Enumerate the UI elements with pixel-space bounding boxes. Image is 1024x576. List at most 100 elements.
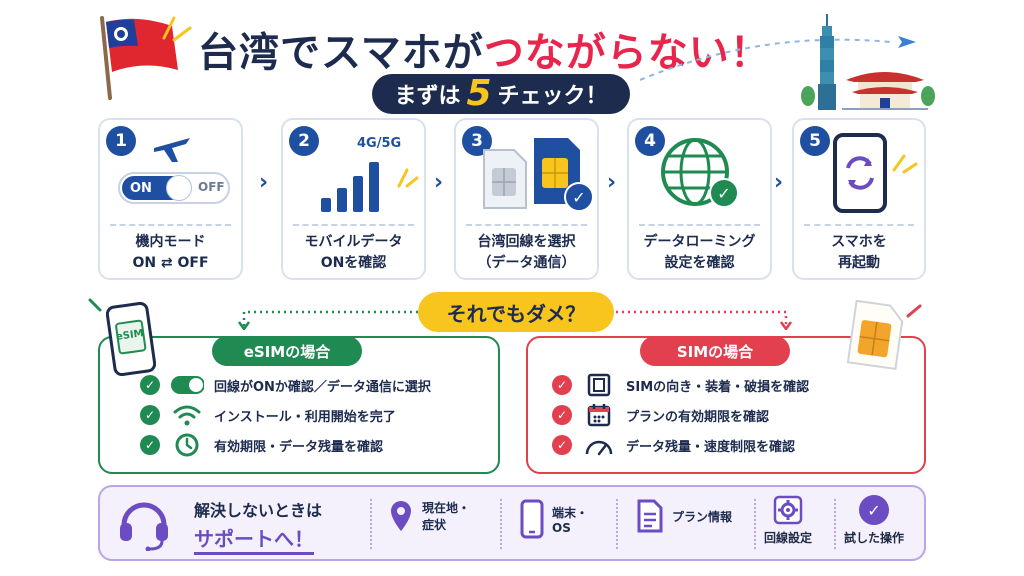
support-item-tried: ✓ 試した操作 — [844, 495, 904, 546]
signal-label: 4G/5G — [357, 136, 402, 151]
sim-heading: SIMの場合 — [640, 336, 790, 366]
support-line2[interactable]: サポートへ！ — [194, 523, 314, 555]
location-pin-icon — [391, 501, 411, 531]
chevron-right-icon: › — [607, 170, 617, 195]
list-item-text: データ残量・速度制限を確認 — [626, 439, 796, 455]
taipei-101-icon — [818, 14, 836, 110]
step-label: スマホを 再起動 — [798, 232, 920, 274]
check-circle-icon: ✓ — [564, 182, 594, 212]
subtitle-post: チェック！ — [497, 84, 608, 109]
chevron-right-icon: › — [434, 170, 444, 195]
sim-slot-icon — [582, 372, 616, 398]
support-item-line1: 端末・ — [552, 505, 589, 520]
step-label-line2: 再起動 — [838, 255, 880, 271]
subtitle-pill: まずは 5 チェック！ — [372, 74, 630, 114]
gear-icon — [773, 495, 803, 525]
support-item-line2: 症状 — [422, 518, 447, 532]
support-bar: 解決しないときは サポートへ！ 現在地・症状 端末・OS プラン情報 回線設定 … — [98, 485, 926, 561]
esim-heading: eSIMの場合 — [212, 336, 362, 366]
step-number: 1 — [106, 126, 136, 156]
step-number: 5 — [800, 126, 830, 156]
step-label-line2: 設定を確認 — [664, 255, 735, 271]
page-title: 台湾でスマホがつながらない！ — [198, 20, 771, 78]
sparkle-icon — [906, 304, 922, 318]
list-item: ✓ インストール・利用開始を完了 — [140, 400, 431, 430]
step-label-line1: 機内モード — [135, 234, 206, 250]
temple-icon — [842, 72, 928, 110]
phone-restart-icon — [833, 133, 887, 213]
phone-icon — [520, 499, 544, 539]
check-icon: ✓ — [140, 435, 160, 455]
sim-card-icon — [846, 300, 904, 370]
divider — [804, 224, 914, 226]
support-item-line1: 試した操作 — [844, 531, 905, 545]
esim-panel: eSIMの場合 ✓ 回線がONか確認／データ通信に選択 ✓ インストール・利用開… — [98, 336, 500, 474]
divider — [293, 224, 414, 226]
step-label-line2: ONを確認 — [320, 255, 387, 271]
list-item-text: インストール・利用開始を完了 — [214, 409, 396, 425]
support-item-line1: 回線設定 — [764, 531, 813, 545]
still-not-working-pill: それでもダメ？ — [418, 292, 614, 332]
subtitle-pre: まずは — [394, 84, 461, 109]
support-item-line2: OS — [552, 520, 571, 535]
wifi-icon — [170, 402, 204, 428]
support-item-location: 現在地・症状 — [388, 499, 470, 533]
list-item: ✓ 有効期限・データ残量を確認 — [140, 430, 431, 460]
check-icon: ✓ — [552, 405, 572, 425]
check-icon: ✓ — [552, 375, 572, 395]
support-item-line1: 現在地・ — [422, 501, 471, 515]
step-label-line1: データローミング — [643, 234, 756, 250]
step-card-3: 3 ✓ 台湾回線を選択 （データ通信） — [454, 118, 599, 280]
step-number: 4 — [635, 126, 665, 156]
title-part1: 台湾でスマホが — [198, 30, 484, 76]
branch-connector — [237, 310, 793, 330]
chevron-right-icon: › — [774, 170, 784, 195]
globe-icon — [661, 138, 729, 206]
step-label-line1: モバイルデータ — [304, 234, 403, 250]
check-icon: ✓ — [140, 405, 160, 425]
divider — [466, 224, 587, 226]
sparkle-icon — [397, 168, 419, 188]
step-card-4: 4 ✓ データローミング 設定を確認 — [627, 118, 772, 280]
esim-list: ✓ 回線がONか確認／データ通信に選択 ✓ インストール・利用開始を完了 ✓ 有… — [140, 370, 431, 460]
clock-icon — [170, 432, 204, 458]
step-label-line2: ON ⇄ OFF — [132, 255, 209, 271]
step-label: データローミング 設定を確認 — [633, 232, 766, 274]
separator — [500, 499, 502, 549]
subtitle-number: 5 — [466, 73, 492, 114]
calendar-icon — [582, 402, 616, 428]
check-circle-icon: ✓ — [859, 495, 889, 525]
support-line1: 解決しないときは — [194, 501, 323, 520]
list-item-text: SIMの向き・装着・破損を確認 — [626, 379, 810, 395]
tree-icon — [921, 86, 935, 106]
list-item: ✓ SIMの向き・装着・破損を確認 — [552, 370, 809, 400]
document-icon — [637, 499, 663, 533]
list-item-text: 有効期限・データ残量を確認 — [214, 439, 384, 455]
step-card-5: 5 スマホを 再起動 — [792, 118, 926, 280]
step-label-line1: スマホを — [831, 234, 887, 250]
support-text: 解決しないときは サポートへ！ — [194, 497, 322, 555]
support-item-line-settings: 回線設定 — [764, 495, 812, 546]
divider — [110, 224, 231, 226]
airplane-icon — [154, 138, 190, 162]
list-item: ✓ プランの有効期限を確認 — [552, 400, 809, 430]
step-label-line2: （データ通信） — [477, 255, 576, 271]
airplane-mode-toggle[interactable]: ON OFF — [118, 172, 230, 204]
headset-icon — [120, 502, 168, 551]
check-circle-icon: ✓ — [709, 178, 739, 208]
toggle-on-label: ON — [130, 180, 152, 196]
sparkle-icon — [162, 16, 192, 42]
step-label: 台湾回線を選択 （データ通信） — [460, 232, 593, 274]
flight-path-icon — [640, 36, 916, 81]
step-label-line1: 台湾回線を選択 — [477, 234, 576, 250]
sim-list: ✓ SIMの向き・装着・破損を確認 ✓ プランの有効期限を確認 ✓ データ残量・… — [552, 370, 809, 460]
support-item-plan: プラン情報 — [636, 499, 732, 533]
step-card-2: 2 4G/5G モバイルデータ ONを確認 — [281, 118, 426, 280]
check-icon: ✓ — [552, 435, 572, 455]
list-item: ✓ 回線がONか確認／データ通信に選択 — [140, 370, 431, 400]
divider — [639, 224, 760, 226]
signal-bars-icon — [321, 162, 379, 212]
separator — [834, 499, 836, 549]
support-item-line1: プラン情報 — [672, 509, 733, 524]
taiwan-flag-icon — [100, 16, 178, 100]
